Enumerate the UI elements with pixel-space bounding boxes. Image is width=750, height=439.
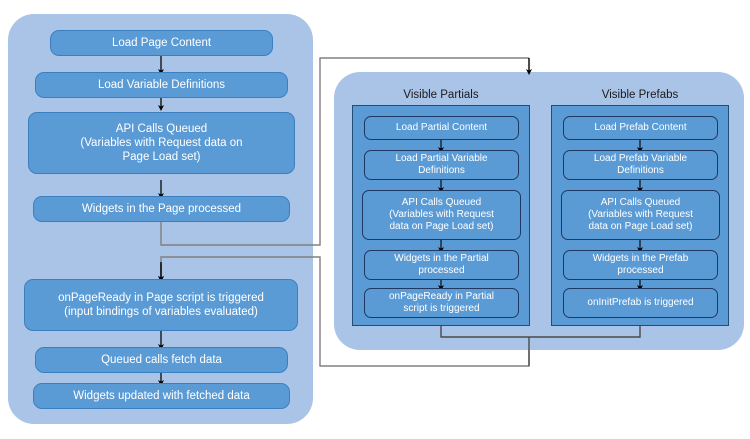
node-widgets-in-partial-processed[interactable]: Widgets in the Partial processed [364,250,519,280]
node-onpageready-page-script[interactable]: onPageReady in Page script is triggered … [24,279,298,331]
node-load-partial-content[interactable]: Load Partial Content [364,116,519,140]
node-label: API Calls Queued (Variables with Request… [588,197,693,232]
visible-partials-title: Visible Partials [403,89,479,101]
node-queued-calls-fetch-data[interactable]: Queued calls fetch data [35,347,288,373]
node-widgets-in-page-processed[interactable]: Widgets in the Page processed [33,196,290,222]
node-load-prefab-variable-definitions[interactable]: Load Prefab Variable Definitions [563,150,718,180]
node-label: API Calls Queued (Variables with Request… [80,123,243,163]
node-onpageready-partial-script[interactable]: onPageReady in Partial script is trigger… [364,288,519,318]
node-label: Widgets in the Page processed [81,203,242,215]
node-label: onPageReady in Partial script is trigger… [388,291,495,314]
node-label: Queued calls fetch data [101,354,222,366]
node-oninitprefab-triggered[interactable]: onInitPrefab is triggered [563,288,718,318]
node-label: API Calls Queued (Variables with Request… [389,197,494,232]
node-label: Widgets updated with fetched data [73,390,250,402]
node-label: onPageReady in Page script is triggered … [58,292,264,318]
node-api-calls-queued-partial[interactable]: API Calls Queued (Variables with Request… [362,190,521,240]
node-label: Load Partial Variable Definitions [395,153,488,176]
node-label: Load Prefab Content [594,122,687,133]
node-api-calls-queued-page[interactable]: API Calls Queued (Variables with Request… [28,112,295,174]
node-load-partial-variable-definitions[interactable]: Load Partial Variable Definitions [364,150,519,180]
node-load-prefab-content[interactable]: Load Prefab Content [563,116,718,140]
node-label: Load Variable Definitions [97,79,225,91]
node-label: Load Page Content [111,37,212,49]
node-label: Widgets in the Prefab processed [592,253,689,276]
node-load-variable-definitions[interactable]: Load Variable Definitions [35,72,288,98]
node-api-calls-queued-prefab[interactable]: API Calls Queued (Variables with Request… [561,190,720,240]
node-widgets-in-prefab-processed[interactable]: Widgets in the Prefab processed [563,250,718,280]
visible-prefabs-title: Visible Prefabs [601,89,679,101]
node-widgets-updated-fetched-data[interactable]: Widgets updated with fetched data [33,383,290,409]
node-label: Load Partial Content [395,122,488,133]
node-label: Widgets in the Partial processed [394,253,489,276]
node-label: Load Prefab Variable Definitions [593,153,688,176]
node-load-page-content[interactable]: Load Page Content [50,30,273,56]
node-label: onInitPrefab is triggered [587,297,694,308]
